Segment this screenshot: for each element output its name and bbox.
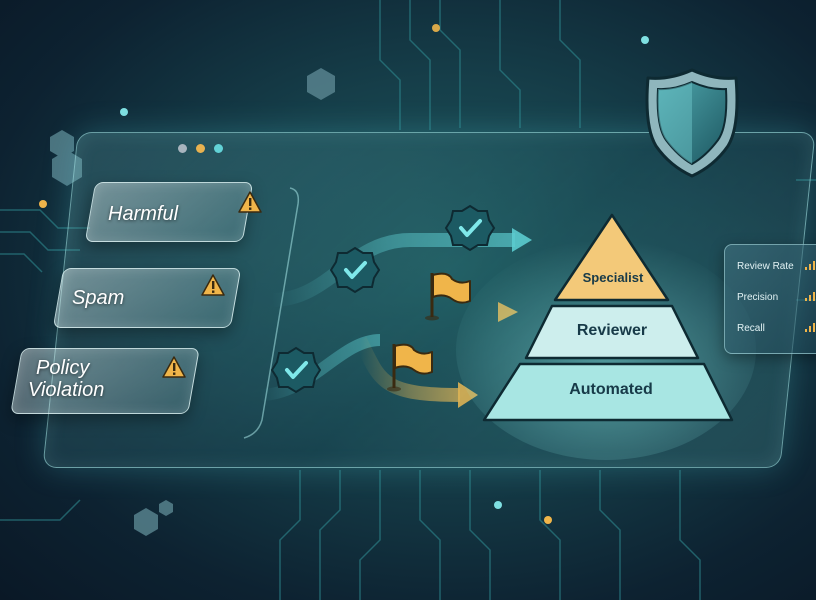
- pyramid-tier-automated: [482, 362, 734, 422]
- hexagon-icon: [50, 68, 335, 536]
- flag-icon: [387, 343, 433, 392]
- metrics-panel: Review Rate Precision Recall: [724, 244, 816, 354]
- mini-bar-chart-icon: [805, 323, 815, 332]
- check-badge-icon: [444, 204, 496, 252]
- category-label-spam: Spam: [72, 287, 125, 309]
- flag-icon: [425, 272, 471, 321]
- warning-icon: [238, 191, 262, 213]
- warning-icon: [201, 274, 225, 296]
- shield-icon: [645, 68, 739, 178]
- window-dot-amber[interactable]: [196, 144, 205, 153]
- pyramid-tier-reviewer: [524, 304, 700, 360]
- mini-bar-chart-icon: [805, 261, 815, 270]
- window-dot-gray[interactable]: [178, 144, 187, 153]
- tier-label-automated: Automated: [569, 381, 653, 398]
- category-label-policy: Policy: [36, 357, 90, 379]
- check-badge-icon: [270, 346, 322, 394]
- category-label-harmful: Harmful: [108, 203, 179, 225]
- check-badge-icon: [329, 246, 381, 294]
- metric-label-precision: Precision: [737, 292, 779, 303]
- mini-bar-chart-icon: [805, 292, 815, 301]
- window-controls: [178, 144, 223, 153]
- pyramid-tier-specialist: [553, 213, 670, 302]
- glow-dots: [39, 24, 649, 524]
- metric-label-review-rate: Review Rate: [737, 261, 794, 272]
- metric-label-recall: Recall: [737, 323, 765, 334]
- warning-icon: [162, 356, 186, 378]
- category-label-violation: Violation: [28, 379, 105, 401]
- tier-label-reviewer: Reviewer: [576, 322, 648, 339]
- tier-label-specialist: Specialist: [582, 270, 644, 285]
- window-dot-teal[interactable]: [214, 144, 223, 153]
